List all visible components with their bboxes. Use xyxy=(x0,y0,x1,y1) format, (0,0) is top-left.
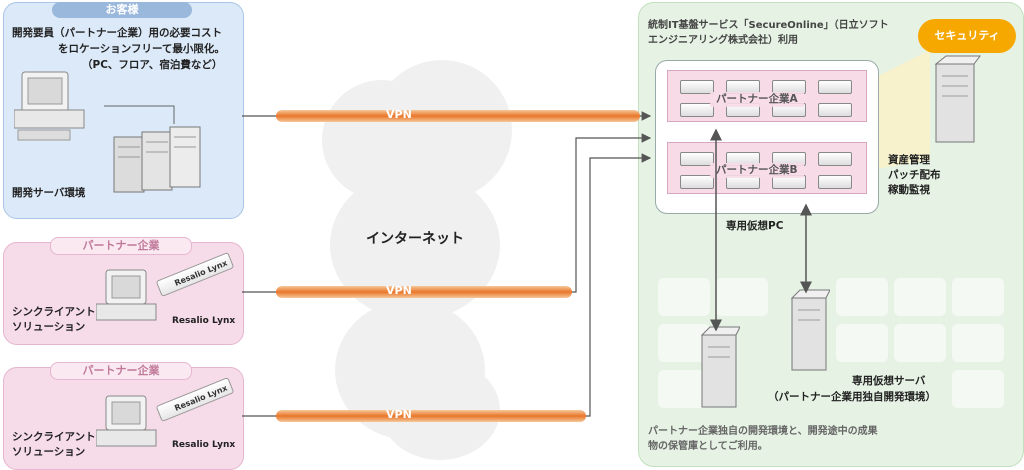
server-rack-icon xyxy=(113,126,201,193)
brand-logo: Resalio Lynx xyxy=(172,316,236,326)
partner-a-label: パートナー企業A xyxy=(710,92,804,107)
service-note-line2: 物の保管庫としてご利用。 xyxy=(648,441,768,452)
service-title-line2: エンジニアリング株式会社）利用 xyxy=(648,35,798,46)
mgmt-line3: 稼動監視 xyxy=(888,184,930,196)
vpn-tunnel-3: VPN xyxy=(276,408,586,422)
partner-1-label-line2: ソリューション xyxy=(12,321,86,333)
partner-2-label-line2: ソリューション xyxy=(12,446,86,458)
vpn-label: VPN xyxy=(386,408,412,421)
customer-server-label: 開発サーバ環境 xyxy=(12,187,86,199)
thin-client-illustration-1 xyxy=(96,269,157,321)
thin-client-illustration-2 xyxy=(96,395,157,447)
mgmt-line1: 資産管理 xyxy=(888,154,930,166)
internet-label: インターネット xyxy=(366,231,464,247)
mgmt-line2: パッチ配布 xyxy=(888,169,941,181)
vpn-label: VPN xyxy=(386,284,412,297)
virtual-server-icon xyxy=(790,289,830,371)
partner-1-label-line1: シンクライアント xyxy=(12,306,96,318)
security-server-icon xyxy=(934,55,981,143)
service-note-line1: パートナー企業独自の開発環境と、開発途中の成果 xyxy=(648,426,878,437)
customer-desc-line1: 開発要員（パートナー企業）用の必要コスト xyxy=(12,27,222,39)
virtual-server-icon xyxy=(700,326,740,408)
vpn-tunnel-2: VPN xyxy=(276,284,572,298)
partner-header-1: パートナー企業 xyxy=(50,237,192,255)
vpn-label: VPN xyxy=(386,108,412,121)
customer-header: お客様 xyxy=(52,2,192,18)
server-label-line2: （パートナー企業用独自開発環境） xyxy=(768,391,936,403)
partner-b-label: パートナー企業B xyxy=(710,163,804,178)
customer-devices-illustration xyxy=(14,71,201,193)
server-label-line1: 専用仮想サーバ xyxy=(852,375,926,387)
security-badge: セキュリティ xyxy=(918,19,1016,53)
partner-2-label-line1: シンクライアント xyxy=(12,431,96,443)
partner-header-2: パートナー企業 xyxy=(50,362,192,380)
customer-desc-line3: （PC、フロア、宿泊費など） xyxy=(82,59,223,71)
service-title-line1: 統制IT基盤サービス「SecureOnline」（日立ソフト xyxy=(648,20,889,31)
security-beam xyxy=(870,50,930,170)
customer-desc-line2: をロケーションフリーて最小限化。 xyxy=(58,43,225,55)
vpn-tunnel-1: VPN xyxy=(276,108,640,122)
desktop-pc-icon xyxy=(14,71,85,141)
brand-logo: Resalio Lynx xyxy=(172,440,236,450)
dedicated-pc-label: 専用仮想PC xyxy=(726,220,784,232)
